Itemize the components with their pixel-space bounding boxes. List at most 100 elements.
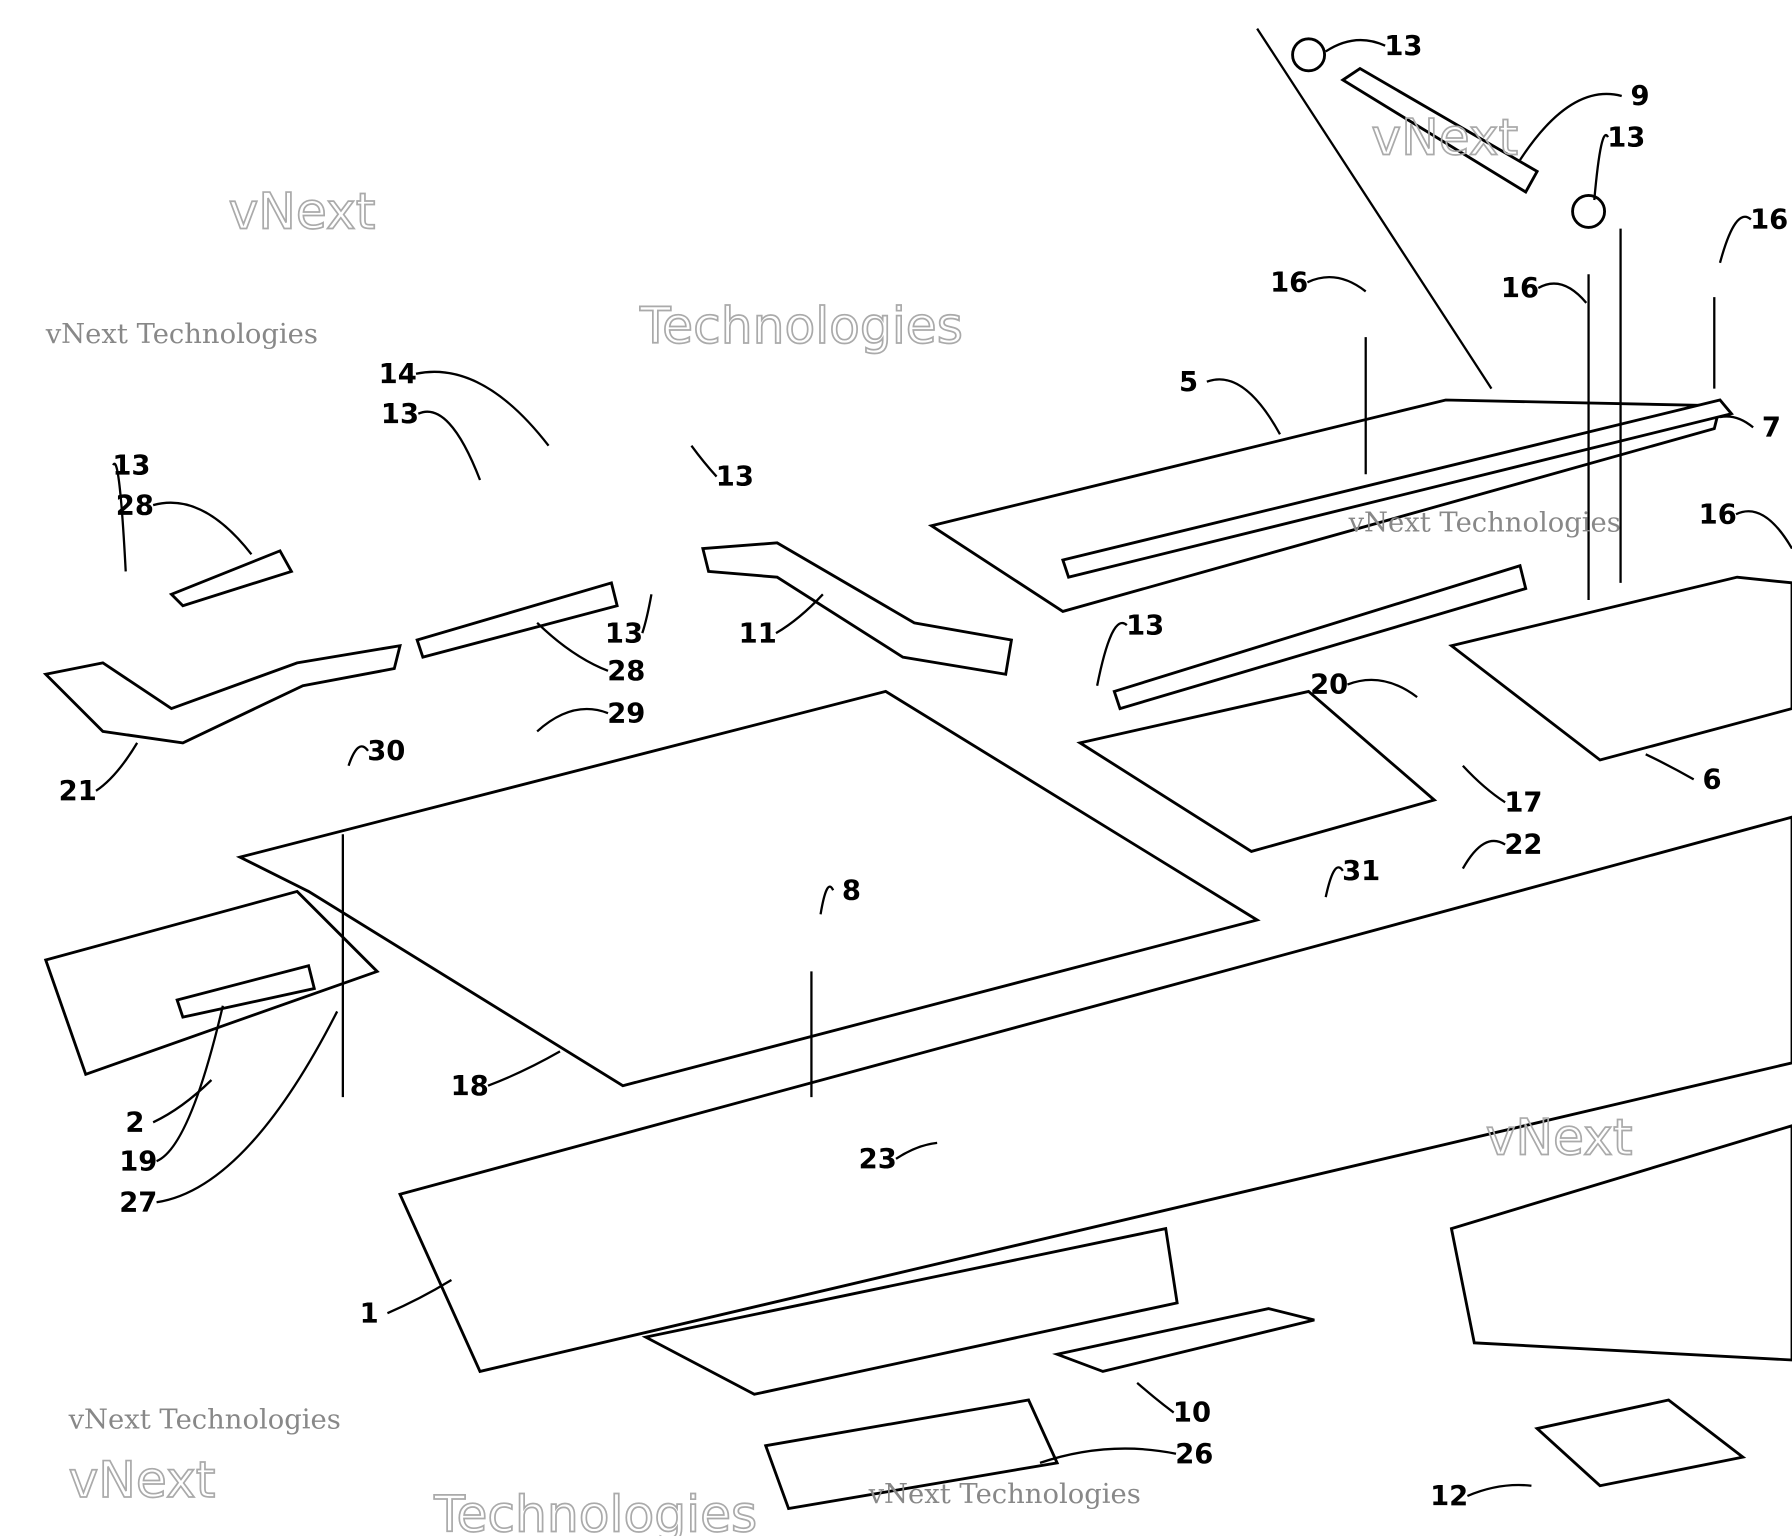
leader-line [415, 370, 550, 447]
leader-line [386, 1279, 453, 1315]
watermark-big: vNext [69, 1450, 216, 1509]
callout-number: 12 [1430, 1481, 1468, 1512]
callout-number: 27 [119, 1187, 157, 1218]
watermark-text: vNext Technologies [1348, 507, 1621, 538]
callout-number: 13 [716, 462, 754, 493]
tube-28-lower [415, 581, 619, 659]
callout-13: 13 [1096, 610, 1164, 686]
callout-13: 13 [381, 399, 482, 481]
callout-number: 7 [1762, 413, 1781, 444]
bracket-2 [175, 963, 317, 1019]
skid-plate [641, 1226, 1179, 1396]
leader-line [1324, 866, 1344, 898]
callout-23: 23 [859, 1141, 938, 1175]
callout-number: 1 [360, 1298, 379, 1329]
leader-line [417, 410, 482, 481]
callout-14: 14 [379, 359, 550, 447]
watermark-big: vNext [1486, 1107, 1633, 1166]
leader-line [152, 501, 253, 555]
callout-number: 19 [119, 1146, 157, 1177]
callout-9: 9 [1519, 81, 1650, 161]
plate-10 [1052, 1307, 1315, 1373]
leader-line [1718, 215, 1752, 264]
callout-number: 16 [1501, 273, 1539, 304]
callout-number: 30 [367, 736, 405, 767]
callout-number: 11 [739, 618, 777, 649]
callout-number: 16 [1270, 267, 1308, 298]
leader-line [1347, 678, 1418, 699]
leader-line [487, 1050, 561, 1087]
chassis-1 [398, 815, 1792, 1374]
callout-number: 5 [1179, 367, 1198, 398]
leader-line [536, 707, 609, 733]
callout-1: 1 [360, 1279, 453, 1329]
callout-13: 13 [690, 445, 754, 493]
callout-28: 28 [536, 622, 645, 687]
leader-line [1593, 134, 1610, 201]
callout-number: 10 [1173, 1398, 1211, 1429]
leader-line [895, 1141, 938, 1160]
callout-number: 9 [1630, 81, 1649, 112]
callout-19: 19 [119, 1005, 224, 1177]
clamp-13-top [1291, 37, 1326, 73]
callout-8: 8 [819, 875, 861, 915]
callout-21: 21 [59, 742, 139, 807]
callout-10: 10 [1136, 1381, 1211, 1429]
callout-13: 13 [1593, 122, 1645, 201]
clamp-13-right [1571, 194, 1606, 229]
callout-13: 13 [112, 450, 150, 572]
callout-number: 26 [1175, 1439, 1213, 1470]
leader-line [156, 1010, 339, 1204]
right-rail [1449, 1124, 1792, 1362]
callout-16: 16 [1270, 267, 1367, 298]
leader-line [690, 445, 718, 478]
callout-number: 2 [125, 1107, 144, 1138]
leader-line [112, 462, 127, 572]
callout-28: 28 [116, 490, 253, 555]
callout-number: 28 [116, 490, 154, 521]
watermark-big: Technologies [639, 296, 963, 355]
callout-20: 20 [1310, 670, 1418, 701]
leader-line [95, 742, 139, 792]
callout-11: 11 [739, 593, 824, 649]
leader-line [819, 885, 835, 915]
callout-29: 29 [536, 698, 645, 733]
leader-line [1096, 622, 1128, 686]
callout-number: 20 [1310, 670, 1348, 701]
callout-16: 16 [1699, 499, 1792, 550]
leader-line [536, 622, 609, 672]
watermark-text: vNext Technologies [868, 1479, 1141, 1510]
callout-2: 2 [125, 1079, 213, 1138]
leader-line [1462, 764, 1506, 804]
callout-number: 13 [381, 399, 419, 430]
panel-6 [1448, 575, 1792, 762]
callout-5: 5 [1179, 367, 1282, 435]
callout-22: 22 [1461, 830, 1542, 870]
callout-number: 21 [59, 776, 97, 807]
callout-number: 28 [607, 656, 645, 687]
leader-line [775, 593, 824, 635]
tube-28-upper [168, 549, 294, 608]
callout-number: 8 [842, 875, 861, 906]
callout-13: 13 [1325, 31, 1422, 62]
callout-26: 26 [1039, 1439, 1213, 1470]
leader-line [1039, 1447, 1177, 1464]
plate-12 [1534, 1398, 1747, 1488]
hose-9 [1340, 66, 1540, 194]
left-rail [43, 889, 380, 1077]
strip-7 [1061, 398, 1734, 579]
callout-16: 16 [1501, 273, 1588, 304]
leader-line [1206, 378, 1282, 435]
parts-drawing [42, 27, 1792, 1511]
callout-27: 27 [119, 1010, 339, 1218]
leader-line [1466, 1483, 1532, 1498]
leader-line [152, 1079, 213, 1124]
callout-18: 18 [451, 1050, 561, 1102]
callout-number: 17 [1504, 787, 1542, 818]
leader-line [1519, 92, 1623, 161]
callout-17: 17 [1462, 764, 1542, 818]
leader-line [156, 1005, 224, 1163]
leader-line [1325, 38, 1386, 53]
watermark-text: vNext Technologies [68, 1405, 341, 1436]
